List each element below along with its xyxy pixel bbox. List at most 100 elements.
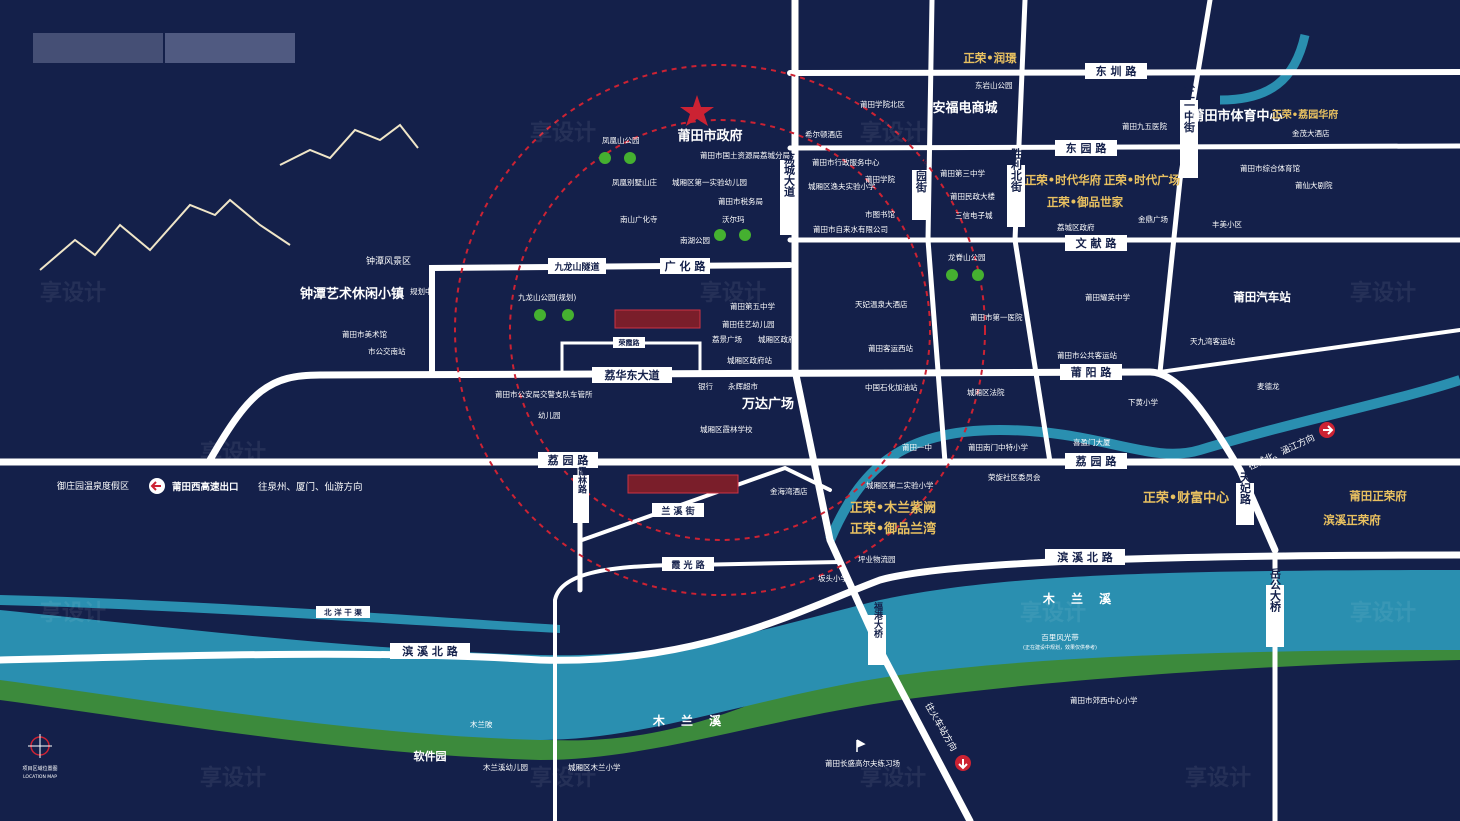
poi: 莆田市自来水有限公司 (813, 224, 888, 234)
svg-text:LOCATION MAP: LOCATION MAP (23, 774, 57, 780)
poi: 下黄小学 (1128, 397, 1158, 407)
gov-label: 莆田市政府 (677, 128, 742, 144)
software-park-label: 软件园 (414, 749, 447, 763)
road-label-lanxi: 兰 溪 街 (652, 503, 704, 517)
bus-station-label: 莆田汽车站 (1233, 290, 1291, 304)
poi: 莆田长盛高尔夫练习场 (825, 758, 900, 768)
zhongtan-sub-label: 规划中 (410, 286, 433, 296)
poi: 金鼎广场 (1138, 214, 1168, 224)
svg-text:享设计: 享设计 (1350, 600, 1416, 626)
poi: 莆田佳艺幼儿园 (722, 319, 775, 329)
poi: 莆田南门中特小学 (968, 442, 1028, 452)
svg-text:霞林路: 霞林路 (576, 466, 587, 494)
poi: 城厢区第二实验小学 (866, 480, 934, 490)
poi: 幼儿园 (538, 410, 561, 420)
svg-text:享设计: 享设计 (200, 440, 266, 466)
poi: 龙脊山公园 (948, 252, 986, 262)
poi: 三信电子城 (955, 210, 993, 220)
road-label-jiulongshan: 九龙山隧道 (548, 258, 606, 274)
svg-text:荔城大道: 荔城大道 (783, 152, 797, 198)
road-label-binxi-n: 滨 溪 北 路 (1045, 549, 1125, 565)
poi: 城厢区政府站 (727, 355, 772, 365)
project-lxzr: 滨溪正荣府 (1323, 513, 1381, 527)
baili-sub-label: (正在建设中规划，效果仅供参考) (1023, 644, 1097, 651)
road-label-shengli: 胜利北街 (1007, 147, 1025, 227)
road-label-xiaguang: 霞 光 路 (662, 557, 714, 571)
stream-northeast (1219, 33, 1310, 105)
poi: 凤凰山公园 (602, 135, 640, 145)
svg-text:福港大桥: 福港大桥 (872, 601, 884, 639)
river-label-2: 木 兰 溪 (652, 713, 727, 728)
poi: 莆田学院 (865, 174, 895, 184)
project-times1: 正荣•时代华府 (1025, 173, 1102, 187)
poi: 荔景广场 (712, 334, 742, 344)
poi: 莆田九五医院 (1122, 121, 1167, 131)
poi: 莆田耀英中学 (1085, 292, 1130, 302)
project-yupinlanwan: 正荣•御品兰湾 (850, 521, 936, 537)
poi: 城厢区逸夫实验小学 (808, 181, 876, 191)
poi: 莆田市国土资源局荔城分局 (700, 150, 790, 160)
road-label-guanghua: 广 化 路 (660, 258, 710, 274)
road-label-yuegong: 岳公大桥 (1266, 567, 1284, 647)
sports-center-label: 莆田市体育中心 (1191, 108, 1282, 124)
poi: 城厢区木兰小学 (568, 762, 621, 772)
svg-text:滨 溪 北 路: 滨 溪 北 路 (1057, 550, 1113, 564)
beiyang-canal (0, 595, 560, 633)
road-label-fugang: 福港大桥 (868, 601, 886, 665)
poi: 坂头小学 (818, 573, 848, 583)
west-direction-label: 往泉州、厦门、仙游方向 (258, 481, 363, 493)
poi: 莆田第五中学 (730, 301, 775, 311)
svg-text:享设计: 享设计 (40, 600, 106, 626)
poi: 莆田市美术馆 (342, 329, 387, 339)
svg-text:享设计: 享设计 (200, 765, 266, 791)
watermark: 享设计 享设计 享设计 享设计 享设计 享设计 享设计 享设计 享设计 享设计 … (40, 120, 1416, 791)
poi: 莆田市综合体育馆 (1240, 163, 1300, 173)
svg-text:享设计: 享设计 (40, 280, 106, 306)
svg-text:天妃路: 天妃路 (1239, 471, 1253, 505)
poi: 莆田民政大楼 (950, 191, 995, 201)
mulan-river (0, 570, 1460, 740)
poi: 九龙山公园(规划) (518, 292, 576, 302)
road-label-putian: 莆 阳 路 (1060, 364, 1122, 380)
poi: 莆田市税务局 (718, 196, 763, 206)
radius-circle-inner (509, 119, 931, 541)
poi: 莆田市第一医院 (970, 312, 1023, 322)
svg-text:享设计: 享设计 (860, 765, 926, 791)
poi-list: 东岩山公园 莆田学院北区 希尔顿酒店 莆田市行政服务中心 城厢区逸夫实验小学 莆… (342, 80, 1333, 772)
road-label-wenxian: 文 献 路 (1065, 235, 1127, 251)
road-label-binxi-w: 滨 溪 北 路 (390, 643, 470, 659)
poi: 莆田学院北区 (860, 99, 905, 109)
svg-text:文 献 路: 文 献 路 (1076, 236, 1118, 250)
blurred-logo (33, 33, 295, 63)
road-label-lihua: 荔华东大道 (592, 367, 672, 383)
road-label-dongyuan: 东 园 路 (1055, 140, 1117, 156)
block-marker-2 (627, 474, 739, 494)
road-label-liyuan-w: 荔 园 路 (538, 452, 598, 468)
svg-text:荔 园 路: 荔 园 路 (547, 453, 590, 467)
poi: 南湖公园 (680, 235, 710, 245)
poi: 麦德龙 (1257, 381, 1280, 391)
poi: 天妃温泉大酒店 (855, 299, 908, 309)
svg-text:北 洋 干 渠: 北 洋 干 渠 (324, 607, 362, 617)
svg-text:享设计: 享设计 (700, 280, 766, 306)
poi: 东岩山公园 (975, 80, 1013, 90)
anfu-label: 安福电商城 (932, 100, 997, 116)
project-caifu: 正荣•财富中心 (1143, 490, 1229, 506)
project-lize: 正荣•荔园华府 (1272, 108, 1338, 121)
project-ptzr: 莆田正荣府 (1349, 489, 1407, 503)
road-label-liyuan-e: 荔 园 路 (1065, 453, 1127, 469)
poi: 城厢区法院 (967, 387, 1005, 397)
compass-icon: 项目区域位置图 LOCATION MAP (22, 734, 58, 780)
poi: 喜盈门大厦 (1073, 437, 1111, 447)
poi: 城厢区政府 (758, 334, 796, 344)
svg-text:享设计: 享设计 (1020, 600, 1086, 626)
road-label-licheng: 荔城大道 (780, 152, 798, 235)
radius-circle-outer (454, 64, 986, 596)
poi: 莆田一中 (902, 442, 932, 452)
svg-text:东 园 路: 东 园 路 (1066, 141, 1108, 155)
west-exit-label: 莆田西高速出口 (172, 481, 239, 493)
svg-text:滨 溪 北 路: 滨 溪 北 路 (402, 644, 458, 658)
road-label-xiaolin: 霞林路 (573, 466, 589, 523)
